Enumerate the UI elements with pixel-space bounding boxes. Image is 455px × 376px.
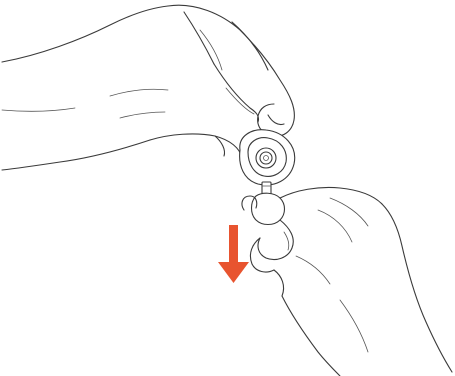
arrow-down-icon	[218, 225, 249, 283]
upper-hand-icon	[1, 4, 295, 171]
lower-hand-icon	[241, 186, 453, 376]
earbud-icon	[239, 129, 296, 186]
